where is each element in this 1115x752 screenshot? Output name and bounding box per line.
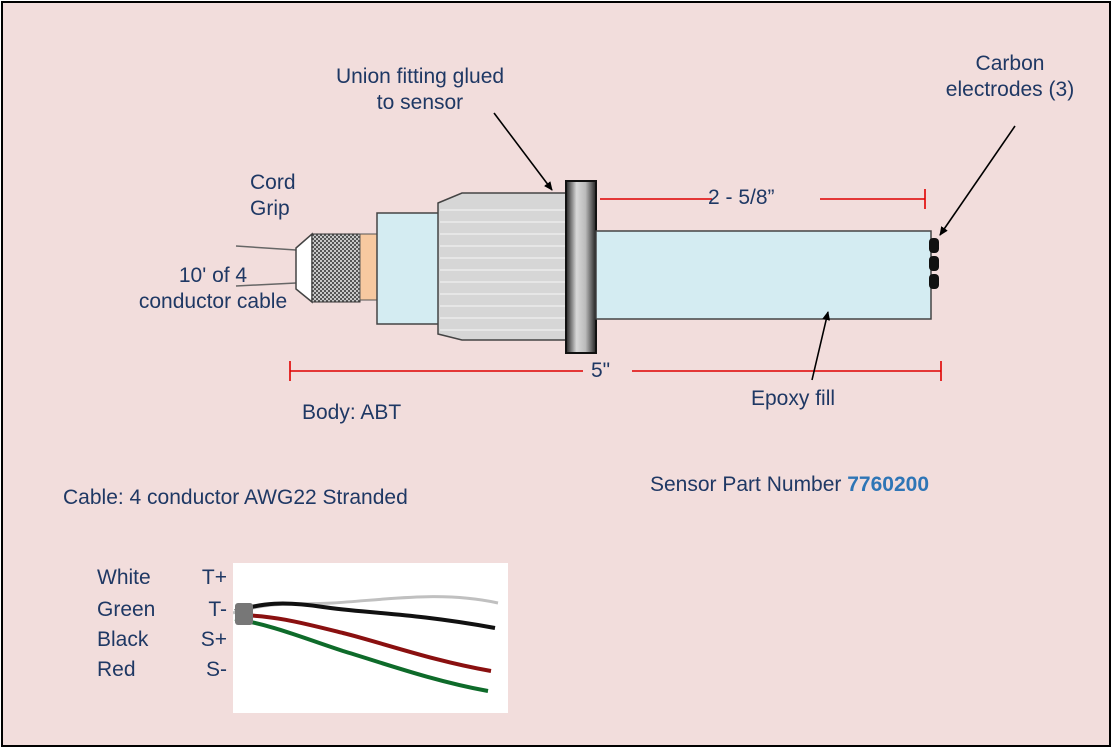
part-number-label: Sensor Part Number 7760200 [650, 472, 929, 498]
wire-terminal: S+ [200, 628, 227, 651]
cord-grip-label: Cord Grip [250, 171, 296, 220]
wire-terminal: S- [206, 658, 227, 681]
dimension-short-label: 2 - 5/8” [708, 186, 775, 209]
part-number-value: 7760200 [847, 473, 930, 496]
union-fitting [437, 192, 567, 341]
cable-length-label: 10' of 4 conductor cable [138, 264, 288, 313]
union-label: Union fitting glued to sensor [335, 65, 505, 114]
union-hatching [440, 209, 566, 331]
cord-grip-knurl [311, 233, 361, 303]
cord-grip-collar [359, 233, 379, 301]
wire-color: Red [97, 658, 136, 681]
electrode-arrow [939, 125, 1016, 236]
wire-terminal: T+ [201, 566, 227, 589]
wire-color: Green [97, 598, 156, 621]
wire-photo [232, 563, 508, 713]
dimension-long-label: 5" [591, 359, 611, 382]
body-sleeve [376, 212, 440, 325]
epoxy-arrow [811, 311, 831, 381]
union-ring [565, 180, 597, 354]
sensor-tube [595, 230, 932, 320]
dimension-long [289, 361, 942, 381]
part-number-prefix: Sensor Part Number [650, 473, 848, 496]
carbon-electrodes-label: Carbon electrodes (3) [945, 52, 1075, 101]
carbon-electrodes [929, 238, 939, 289]
wire-photo-drawing [232, 595, 499, 693]
wire-color: Black [97, 628, 149, 651]
epoxy-label: Epoxy fill [751, 387, 836, 410]
wire-terminal: T- [208, 598, 227, 621]
union-arrow [493, 112, 553, 191]
wire-color: White [97, 566, 151, 589]
dimension-short [600, 189, 926, 209]
body-label: Body: ABT [302, 401, 402, 424]
cable [235, 245, 297, 287]
cable-spec-label: Cable: 4 conductor AWG22 Stranded [63, 486, 408, 509]
